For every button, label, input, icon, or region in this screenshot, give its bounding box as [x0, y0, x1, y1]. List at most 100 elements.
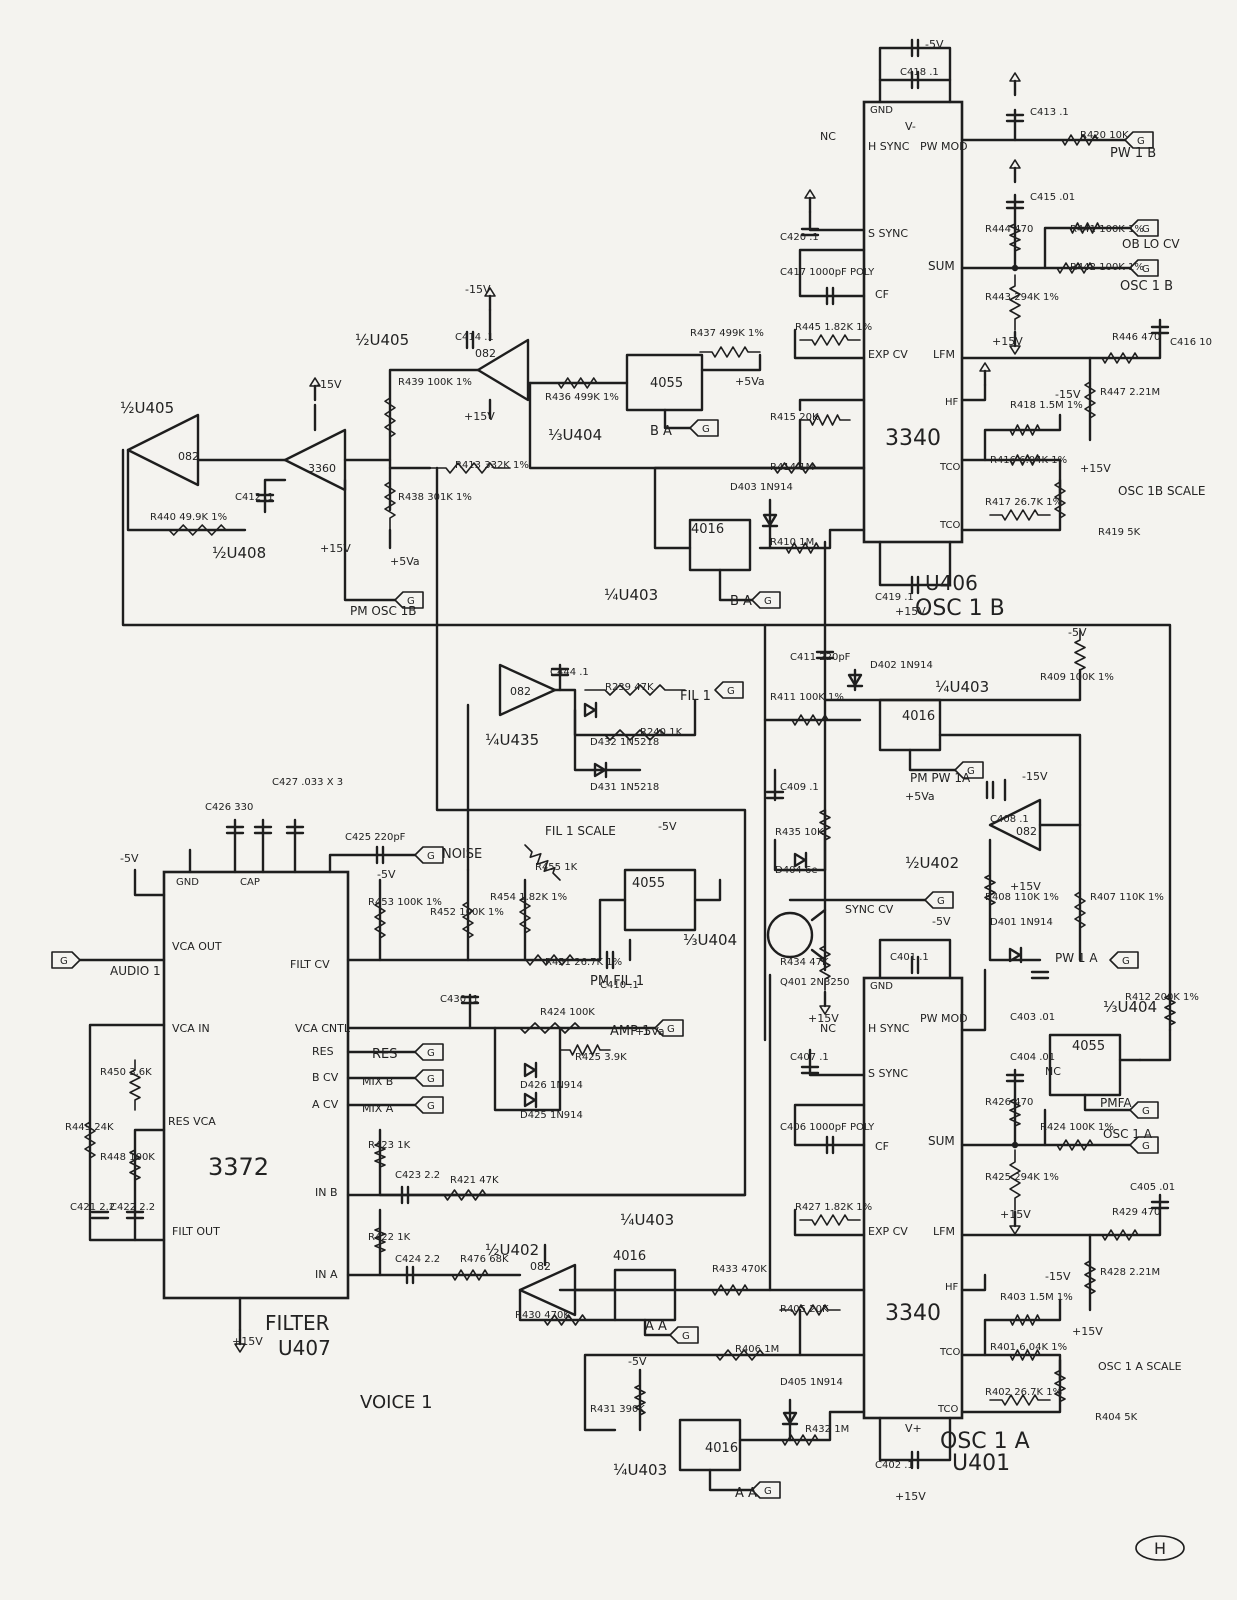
- r415-resistor: [799, 414, 851, 426]
- connector-glyph: G: [407, 596, 415, 607]
- u403-a-type: 4016: [691, 522, 724, 537]
- u405a-opamp: [476, 338, 530, 402]
- lbl-d403: D403 1N914: [730, 482, 793, 493]
- rail-m15-c: -15V: [316, 378, 342, 391]
- rail-m5-u406: -5V: [925, 38, 944, 51]
- u401-pin-hsync: H SYNC: [868, 1022, 910, 1035]
- u401-pw-line: [960, 968, 987, 1032]
- mixb-connector: [414, 1069, 444, 1087]
- d426-diode: [523, 1062, 537, 1078]
- u403c-box: [613, 1268, 677, 1322]
- u406-pin-hsync: H SYNC: [868, 140, 910, 153]
- noise-connector: [414, 846, 444, 864]
- r476-resistor: [439, 1269, 501, 1281]
- lbl-c411: C411 220pF: [790, 652, 851, 663]
- r423-resistor: [374, 1134, 386, 1176]
- lbl-r422: R422 1K: [368, 1232, 411, 1243]
- u406-bottom-supply: [878, 540, 952, 587]
- lbl-d425: D425 1N914: [520, 1110, 583, 1121]
- r416-net: [983, 458, 1062, 502]
- r424-resistor: [499, 1022, 601, 1034]
- connector-glyph: G: [682, 1331, 690, 1342]
- u402-b-type: 082: [530, 1260, 551, 1273]
- lbl-c425: C425 220pF: [345, 832, 406, 843]
- d404-diode: [793, 852, 807, 868]
- lbl-r239: R239 47K: [605, 682, 654, 693]
- lbl-r443: R443 294K 1%: [985, 292, 1059, 303]
- lbl-r435: R435 10K: [775, 827, 824, 838]
- lbl-r439: R439 100K 1%: [398, 377, 472, 388]
- u404a-out: [700, 353, 762, 372]
- connector-glyph: G: [427, 851, 435, 862]
- lbl-c426: C426 330: [205, 802, 253, 813]
- pw1b-connector: [1124, 131, 1154, 149]
- u407-pin-cap: CAP: [240, 877, 260, 888]
- r425-resistor: [559, 1044, 611, 1056]
- u408-neg-arrow: [309, 377, 321, 387]
- r431-resistor: [634, 1374, 646, 1426]
- sig-res: RES: [372, 1047, 398, 1062]
- connector-glyph: G: [764, 1486, 772, 1497]
- lbl-r417: R417 26.7K 1%: [985, 497, 1062, 508]
- u406-pin-ssync: S SYNC: [868, 227, 908, 240]
- connector-glyph: G: [427, 1101, 435, 1112]
- rail-p15-g: +15V: [232, 1335, 263, 1348]
- pmfa-net: [1083, 1093, 1132, 1112]
- u407-pin-inb: IN B: [315, 1186, 338, 1199]
- r433-resistor: [699, 1284, 761, 1296]
- r435-resistor: [819, 799, 831, 851]
- sig-pmfa: PMFA: [1100, 1096, 1132, 1110]
- lbl-c407: C407 .1: [790, 1052, 829, 1063]
- u407-pin-filtout: FILT OUT: [172, 1225, 220, 1238]
- r434-supply: [819, 1005, 831, 1015]
- nc-u401: NC: [820, 1022, 836, 1035]
- lbl-c421: C421 2.2: [70, 1202, 115, 1213]
- rail-m5-b: -5V: [1068, 626, 1087, 639]
- u403-d-sel: A A: [735, 1486, 757, 1501]
- lbl-r410: R410 1M: [770, 537, 814, 548]
- r430-resistor: [529, 1314, 601, 1326]
- u403-a-sel: B A: [730, 594, 752, 609]
- u403b-ctl: [908, 748, 957, 772]
- u403-b-ref: ¼U403: [935, 678, 989, 696]
- lbl-r420: R420 10K: [1080, 130, 1129, 141]
- lbl-c412: C412 .1: [235, 492, 274, 503]
- tco-line: [960, 413, 1062, 462]
- rail-p5a-d: +5Va: [635, 1025, 665, 1038]
- r450-resistor: [129, 1059, 141, 1111]
- connector-glyph: G: [667, 1024, 675, 1035]
- rail-m15-b: -15V: [465, 283, 491, 296]
- r434-resistor: [819, 934, 831, 991]
- lbl-r409: R409 100K 1%: [1040, 672, 1114, 683]
- u407-pin-resvca: RES VCA: [168, 1115, 216, 1128]
- r420-resistor: [1049, 134, 1111, 146]
- r422-resistor: [374, 1219, 386, 1261]
- connector-glyph: G: [764, 596, 772, 607]
- connector-glyph: G: [1142, 1106, 1150, 1117]
- connector-glyph: G: [1142, 224, 1150, 235]
- u405-a-ref: ½U405: [355, 331, 409, 349]
- u406-pin-pwmod: PW MOD: [920, 140, 968, 153]
- u404a-ctl: [663, 408, 692, 430]
- connector-glyph: G: [1142, 264, 1150, 275]
- lbl-c404: C404 .01: [1010, 1052, 1055, 1063]
- u404-b-ref: ⅓U404: [683, 931, 737, 949]
- sig-fil1-scale: FIL 1 SCALE: [545, 824, 616, 838]
- lbl-c401: C401 .1: [890, 952, 929, 963]
- lbl-r403: R403 1.5M 1%: [1000, 1292, 1073, 1303]
- lbl-r453: R453 100K 1%: [368, 897, 442, 908]
- u403-d-ref: ¼U403: [613, 1461, 667, 1479]
- lbl-d405: D405 1N914: [780, 1377, 843, 1388]
- u401-ref: U401: [952, 1451, 1010, 1476]
- lbl-r413: R413 332K 1%: [455, 460, 529, 471]
- r454-resistor: [519, 884, 531, 946]
- r406-resistor: [699, 1349, 781, 1361]
- lbl-r421: R421 47K: [450, 1175, 499, 1186]
- rail-m15-a: -15V: [1055, 388, 1081, 401]
- u404-b-type: 4055: [632, 876, 665, 891]
- r413-net: [528, 381, 866, 470]
- u403a-ctl: [718, 568, 754, 602]
- lbl-c408: C408 .1: [990, 814, 1029, 825]
- lbl-r445: R445 1.82K 1%: [795, 322, 872, 333]
- pmosc1b-connector: [394, 591, 424, 609]
